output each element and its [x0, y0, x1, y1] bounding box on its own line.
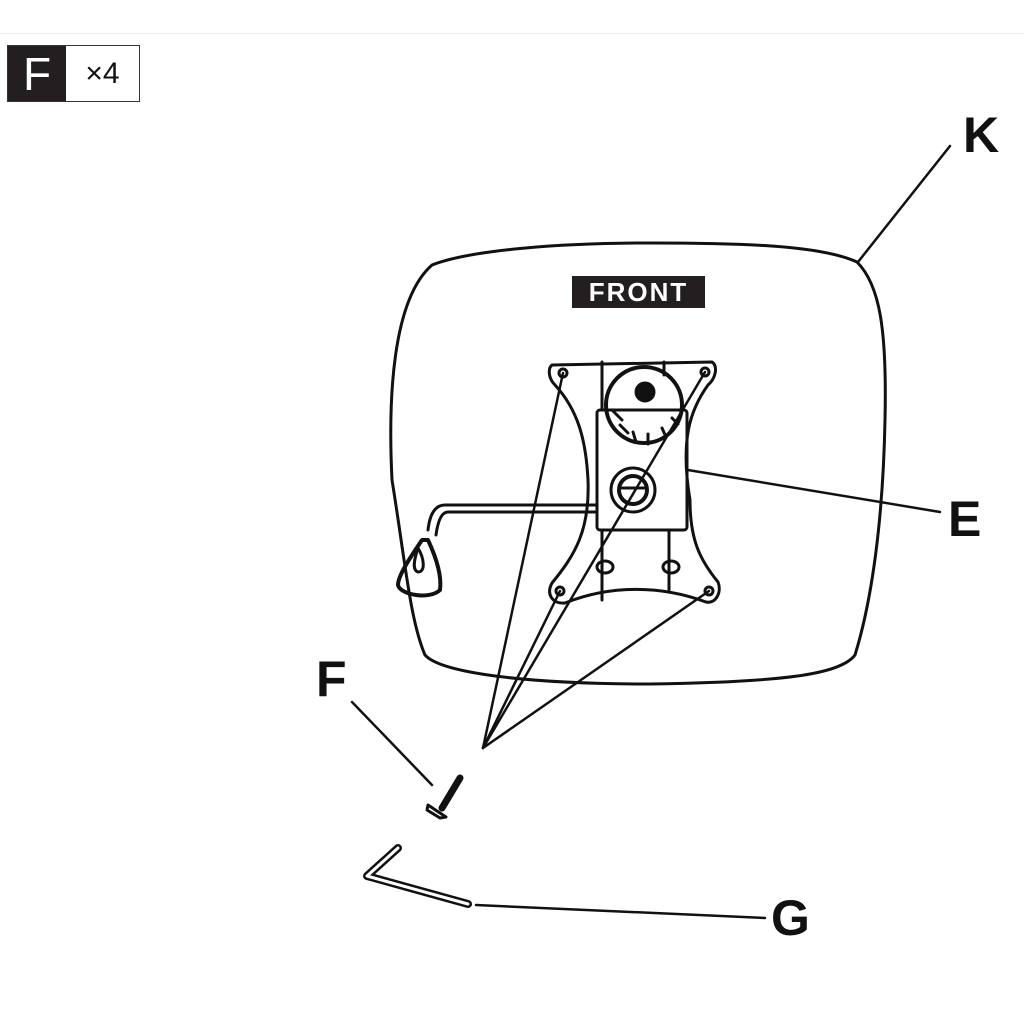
badge-quantity: ×4 [85, 56, 120, 90]
allen-key-G [363, 844, 472, 908]
screw-F [425, 774, 464, 820]
badge-part-letter: F [8, 46, 66, 101]
tension-bolt-E [609, 466, 657, 514]
height-adjust-knob [604, 365, 684, 446]
label-K: K [963, 107, 1000, 163]
label-E: E [948, 491, 982, 547]
label-F: F [316, 651, 347, 707]
front-label: FRONT [572, 276, 705, 308]
leader-lines [350, 144, 952, 920]
tilt-lever [396, 503, 599, 598]
top-divider [0, 33, 1024, 34]
screw-guide-lines [481, 370, 711, 750]
seat-mechanism-plate [547, 360, 721, 605]
label-G: G [771, 890, 810, 946]
seat-outline [389, 241, 887, 686]
part-quantity-badge: F ×4 [7, 45, 140, 102]
